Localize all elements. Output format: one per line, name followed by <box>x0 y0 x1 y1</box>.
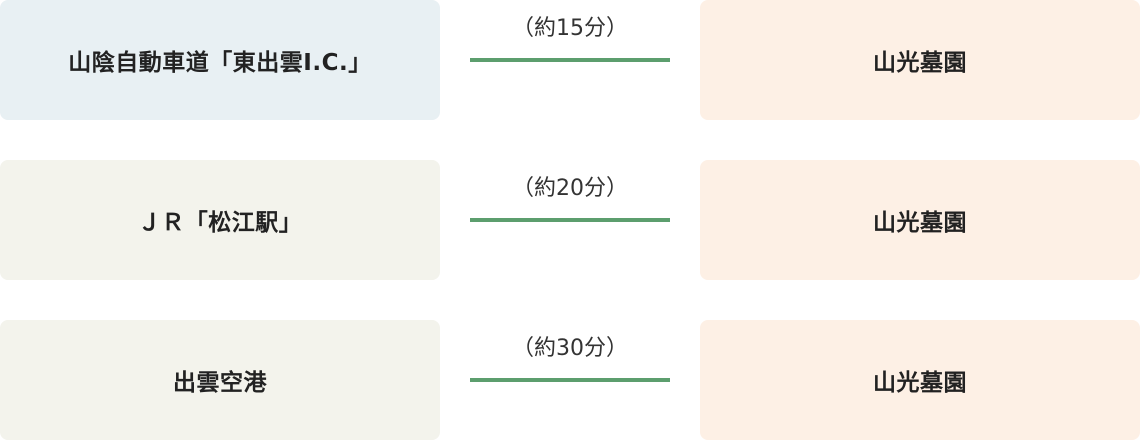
duration-label: （約15分） <box>512 16 628 41</box>
connector-line <box>470 218 670 222</box>
destination-box: 山光墓園 <box>700 160 1140 280</box>
connector-line <box>470 378 670 382</box>
destination-label: 山光墓園 <box>873 370 967 396</box>
origin-box: 山陰自動車道「東出雲I.C.」 <box>0 0 440 120</box>
destination-label: 山光墓園 <box>873 210 967 236</box>
origin-box: ＪＲ「松江駅」 <box>0 160 440 280</box>
route-row: 出雲空港 （約30分） 山光墓園 <box>0 320 1140 440</box>
connector-line <box>470 58 670 62</box>
origin-label: 山陰自動車道「東出雲I.C.」 <box>68 50 372 76</box>
destination-box: 山光墓園 <box>700 320 1140 440</box>
origin-box: 出雲空港 <box>0 320 440 440</box>
destination-label: 山光墓園 <box>873 50 967 76</box>
origin-label: 出雲空港 <box>173 370 267 396</box>
route-row: ＪＲ「松江駅」 （約20分） 山光墓園 <box>0 160 1140 280</box>
route-connector: （約30分） <box>470 320 670 440</box>
duration-label: （約20分） <box>512 176 628 201</box>
route-connector: （約20分） <box>470 160 670 280</box>
duration-label: （約30分） <box>512 336 628 361</box>
route-row: 山陰自動車道「東出雲I.C.」 （約15分） 山光墓園 <box>0 0 1140 120</box>
origin-label: ＪＲ「松江駅」 <box>137 210 303 236</box>
route-connector: （約15分） <box>470 0 670 120</box>
destination-box: 山光墓園 <box>700 0 1140 120</box>
